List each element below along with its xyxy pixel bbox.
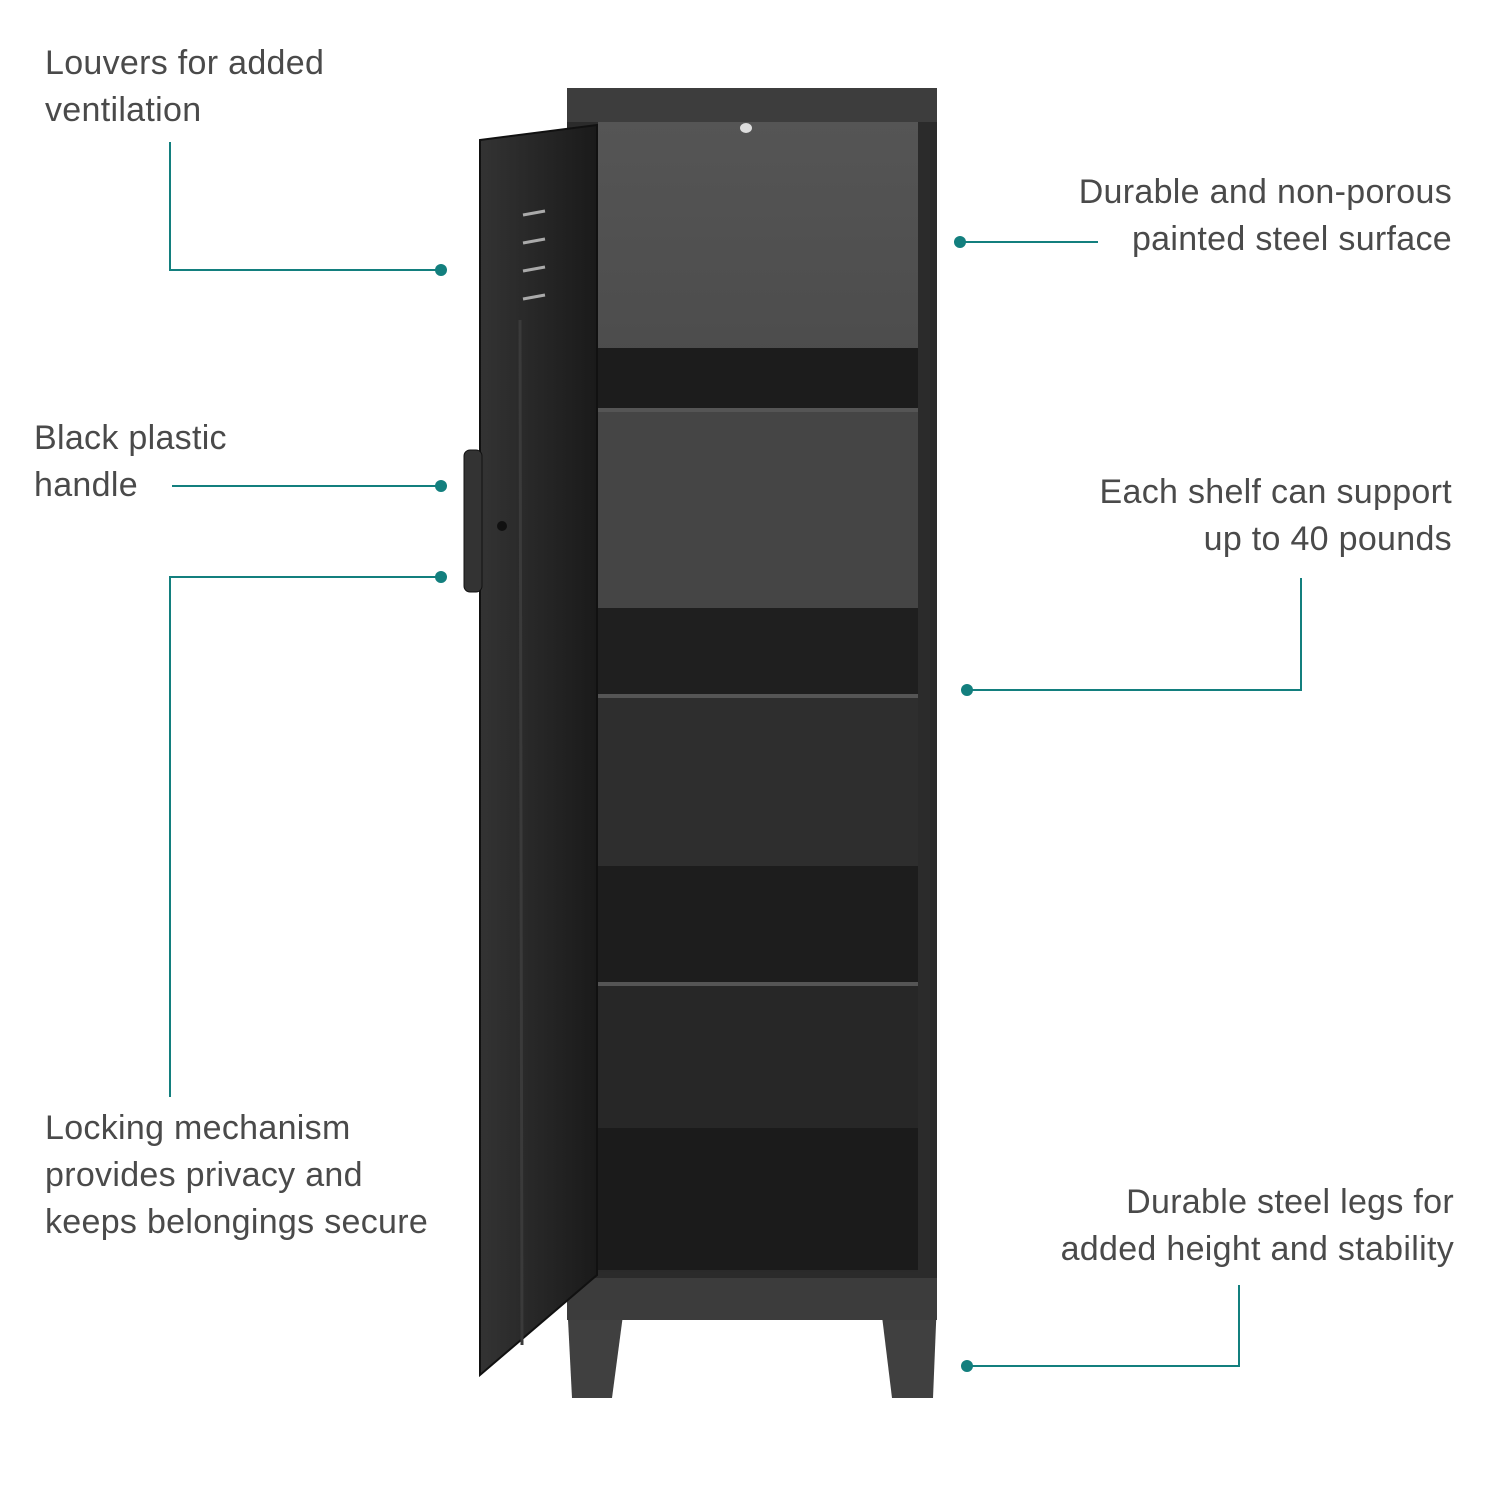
shelves <box>598 348 918 1270</box>
callout-line: keeps belongings secure <box>45 1203 429 1241</box>
callout-line: Durable steel legs for <box>1126 1183 1454 1221</box>
callout-louvers: Louvers for added ventilation <box>45 40 324 134</box>
callout-surface: Durable and non-porous painted steel sur… <box>1079 169 1452 263</box>
callout-line: Black plastic <box>34 419 227 457</box>
lock <box>497 521 507 531</box>
callout-line: added height and stability <box>1060 1230 1454 1268</box>
callout-line: handle <box>34 466 138 504</box>
door <box>463 123 598 1378</box>
callout-line: Louvers for added <box>45 44 325 82</box>
callout-handle: Black plastic handle <box>34 415 227 509</box>
callout-line: up to 40 pounds <box>1203 520 1452 558</box>
callout-line: Each shelf can support <box>1099 473 1452 511</box>
callout-line: painted steel surface <box>1131 220 1452 258</box>
cabinet-top <box>567 88 937 122</box>
callout-line: provides privacy and <box>45 1156 363 1194</box>
connector-lines <box>169 142 1302 1367</box>
legs <box>567 1275 937 1398</box>
callout-line: ventilation <box>45 91 202 129</box>
callout-dots <box>435 236 973 1372</box>
louvers <box>522 209 546 301</box>
callout-shelf: Each shelf can support up to 40 pounds <box>1100 469 1452 563</box>
callout-lock: Locking mechanism provides privacy and k… <box>45 1105 428 1246</box>
callout-line: Locking mechanism <box>45 1109 351 1147</box>
handle <box>463 449 483 593</box>
callout-line: Durable and non-porous <box>1078 173 1452 211</box>
callout-legs: Durable steel legs for added height and … <box>1061 1179 1454 1273</box>
